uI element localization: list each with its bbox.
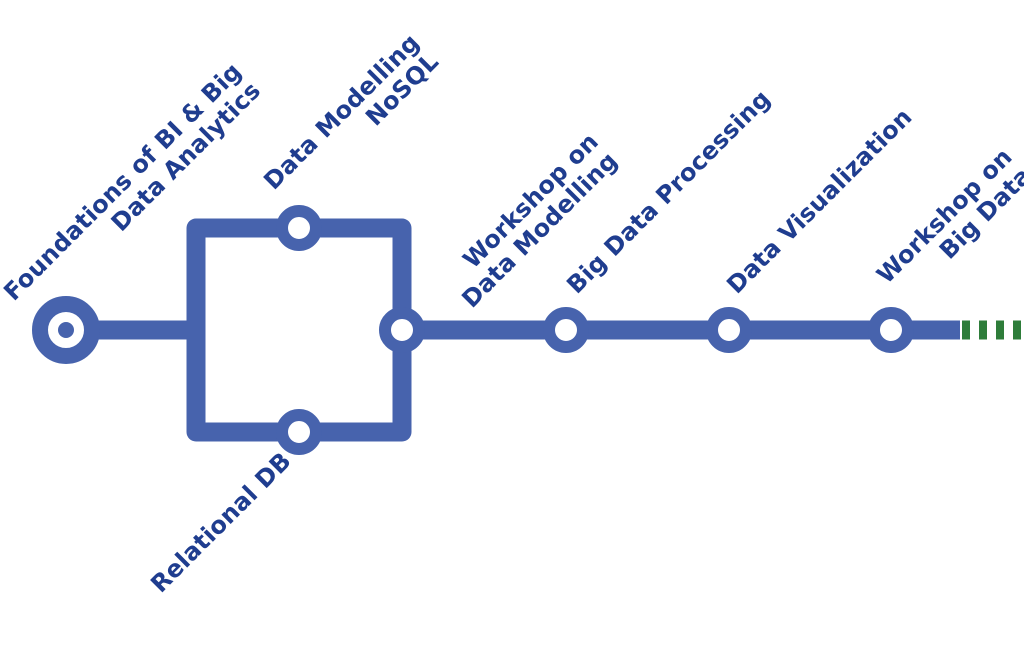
terminus-dot bbox=[58, 322, 74, 338]
route-branch-loop bbox=[186, 218, 412, 442]
stations bbox=[32, 205, 914, 455]
station-foundations bbox=[32, 296, 100, 364]
station-data-visualization bbox=[706, 307, 752, 353]
station-nosql bbox=[276, 205, 322, 251]
station-relational bbox=[276, 409, 322, 455]
station-workshop-big-data bbox=[868, 307, 914, 353]
station-workshop-modelling bbox=[379, 307, 425, 353]
station-big-data-processing bbox=[543, 307, 589, 353]
